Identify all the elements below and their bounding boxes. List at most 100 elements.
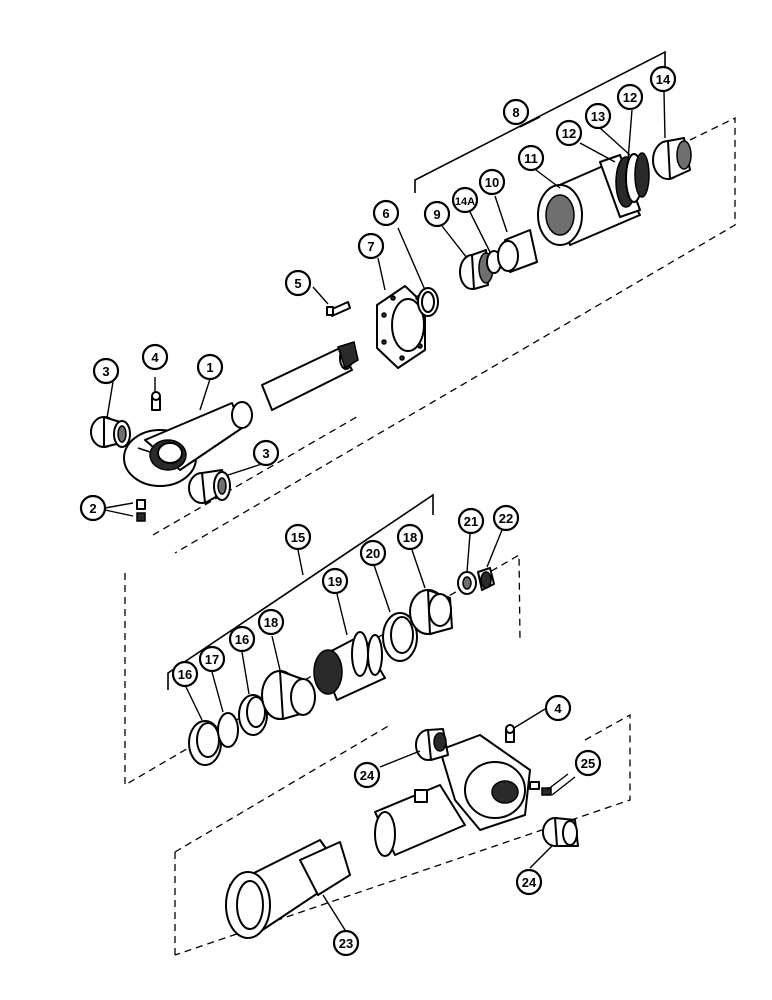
callout-19: 19 [321,567,349,595]
callout-12-right-label: 12 [623,90,637,105]
callout-18-right-label: 18 [403,530,417,545]
wiper-14 [652,137,692,180]
bearing-10 [497,229,538,273]
callout-11-label: 11 [524,151,538,166]
callout-3-lower-label: 3 [262,446,269,461]
callout-4-lower: 4 [544,694,572,722]
bushing-3-right [188,469,231,504]
bracket-8 [414,50,666,193]
wear-ring-16-right [238,694,268,736]
callout-1: 1 [196,353,224,381]
callout-9-label: 9 [433,207,440,222]
callout-11: 11 [517,144,545,172]
washer-21 [457,571,477,595]
ring-20 [382,612,418,662]
callout-20-label: 20 [366,546,380,561]
callout-14A: 14A [451,186,479,214]
callout-4-lower-label: 4 [554,701,562,716]
port-boss [414,789,428,803]
callout-13-label: 13 [591,109,605,124]
callout-8-label: 8 [512,105,519,120]
callout-22-label: 22 [499,511,513,526]
callout-25-label: 25 [581,756,595,771]
callout-5-label: 5 [294,276,301,291]
callout-12-left-label: 12 [562,126,576,141]
fittings-2 [136,499,146,522]
callout-18-left: 18 [257,608,285,636]
piston-19 [313,631,386,701]
callout-25: 25 [574,749,602,777]
callout-22: 22 [492,504,520,532]
oring-6 [417,287,439,317]
callout-3-lower: 3 [252,439,280,467]
callout-21-label: 21 [464,514,478,529]
callout-24-lower-label: 24 [522,875,537,890]
callout-2: 2 [79,494,107,522]
callout-20: 20 [359,539,387,567]
callout-14-label: 14 [656,72,671,87]
callout-19-label: 19 [328,574,342,589]
callout-16-left: 16 [171,660,199,688]
callout-1-label: 1 [206,360,213,375]
callout-23: 23 [332,929,360,957]
oring-17 [217,712,239,748]
wear-ring-16-left [188,720,222,766]
gland-flange-7 [376,285,426,369]
rod-eye-1 [123,401,253,487]
callout-14: 14 [649,65,677,93]
screw-5 [326,301,351,317]
dashed-assembly-lines [124,116,736,956]
rings-12-13 [615,152,650,208]
bracket-15-leader [297,549,304,576]
callout-16-left-label: 16 [178,667,192,682]
callout-15-label: 15 [291,530,305,545]
callout-8: 8 [502,98,530,126]
callout-24-lower: 24 [515,868,543,896]
callout-18-left-label: 18 [264,615,278,630]
bushing-24-bottom [542,817,579,847]
callout-23-label: 23 [339,936,353,951]
callout-17: 17 [198,645,226,673]
grease-fitting-4-bottom [505,724,515,743]
nut-22 [477,567,495,591]
callout-4-upper-label: 4 [151,350,159,365]
callout-6: 6 [372,199,400,227]
fittings-25 [529,781,552,796]
grease-fitting-4-top [151,391,161,411]
callout-3-upper-label: 3 [102,364,109,379]
callout-6-label: 6 [382,206,389,221]
callout-7-label: 7 [367,239,374,254]
callout-3-upper: 3 [92,357,120,385]
callout-18-right: 18 [396,523,424,551]
barrel-tube [374,784,466,857]
seal-18-left [261,670,316,720]
piston-rod [261,341,359,411]
callout-12-left: 12 [555,119,583,147]
callout-14A-label: 14A [455,196,475,208]
barrel-23 [225,839,351,939]
callout-12-right: 12 [616,83,644,111]
base-eye [439,734,531,831]
callout-24-upper: 24 [353,761,381,789]
callout-16-right-label: 16 [235,632,249,647]
bushing-24-top [415,728,449,761]
leader-lines [104,91,666,931]
seal-18-right [409,589,453,635]
callout-10: 10 [478,168,506,196]
callout-17-label: 17 [205,652,219,667]
callout-9: 9 [423,200,451,228]
callout-5: 5 [284,269,312,297]
bracket-8-leader [519,116,541,128]
callout-7: 7 [357,232,385,260]
callout-2-label: 2 [89,501,96,516]
bracket-15 [167,493,434,690]
callout-24-upper-label: 24 [360,768,375,783]
callout-16-right: 16 [228,625,256,653]
callout-4-upper: 4 [141,343,169,371]
callout-21: 21 [457,507,485,535]
callout-10-label: 10 [485,175,499,190]
bushing-3-left [90,416,131,448]
callout-15: 15 [284,523,312,551]
seal-9 [459,249,494,290]
